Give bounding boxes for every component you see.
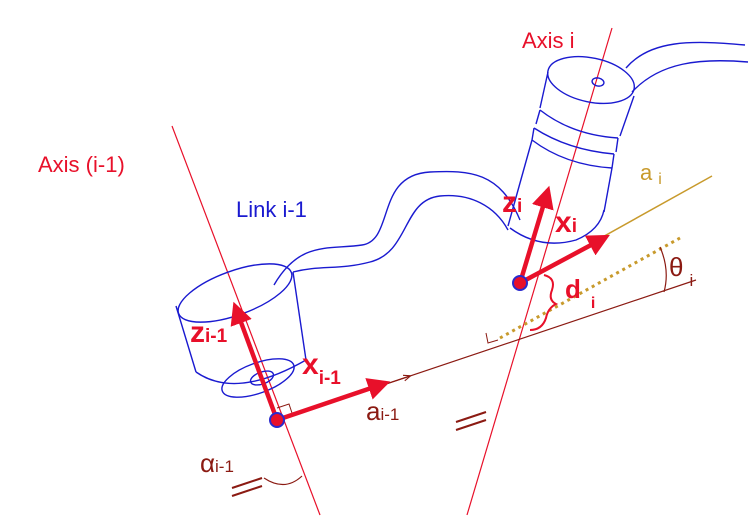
z-cur-subscript: i xyxy=(517,196,523,217)
z-cur-label: zi xyxy=(502,188,522,218)
theta-letter: θ xyxy=(669,252,684,282)
z-prev-label: zi-1 xyxy=(190,318,227,348)
x-cur-vector xyxy=(518,234,610,285)
a-prev-label: ai-1 xyxy=(366,398,399,424)
x-cur-letter: x xyxy=(555,206,572,239)
x-prev-subscript: i-1 xyxy=(318,368,341,389)
right-angle-marker xyxy=(485,332,499,344)
x-prev-label: xi-1 xyxy=(302,348,341,389)
a-cur-subscript: i xyxy=(658,171,662,188)
alpha-letter: α xyxy=(200,448,216,478)
x-cur-subscript: i xyxy=(571,216,577,237)
axis-i-label: Axis i xyxy=(522,28,575,53)
d-letter: d xyxy=(565,274,581,304)
alpha-arc xyxy=(263,475,303,486)
alpha-subscript: i-1 xyxy=(215,457,234,476)
link-label: Link i-1 xyxy=(236,197,307,222)
d-subscript: i xyxy=(590,295,596,312)
z-prev-vector xyxy=(230,301,280,421)
alpha-label: αi-1 xyxy=(200,450,234,476)
a-prev-subscript: i-1 xyxy=(380,405,400,424)
origin-i-minus-1 xyxy=(269,412,285,428)
theta-arc xyxy=(659,246,667,293)
axis-i-minus-1-label: Axis (i-1) xyxy=(38,152,125,177)
x-prev-letter: x xyxy=(302,348,319,381)
origin-i xyxy=(512,275,528,291)
theta-subscript: i xyxy=(689,271,694,290)
z-prev-subscript: i-1 xyxy=(205,326,228,347)
a-prev-letter: a xyxy=(366,396,381,426)
d-i-brace xyxy=(529,274,559,331)
right-angle-marker xyxy=(276,403,294,417)
parallel-mark xyxy=(231,411,487,497)
a-cur-letter: a xyxy=(640,160,653,185)
z-prev-letter: z xyxy=(190,316,205,349)
x-prev-vector xyxy=(276,378,391,423)
x-cur-label: xi xyxy=(555,208,577,238)
z-cur-vector xyxy=(517,185,554,284)
z-cur-letter: z xyxy=(502,186,517,219)
